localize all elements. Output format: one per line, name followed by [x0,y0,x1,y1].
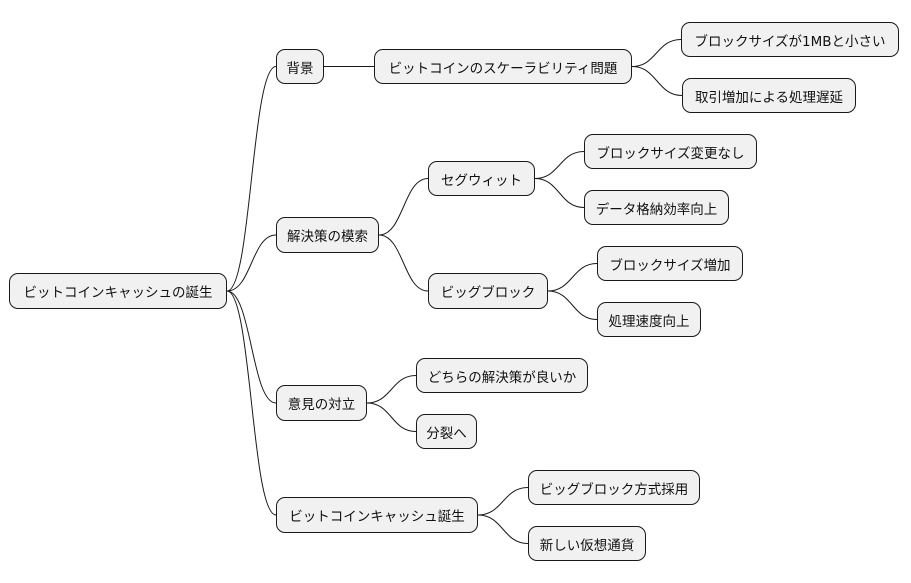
node-block-size-1mb: ブロックサイズが1MBと小さい [681,22,899,57]
edge-branch-bch-birth-to-node-big-block-adoption [477,487,529,516]
branch-background: 背景 [276,49,324,84]
branch-solutions: 解決策の模索 [276,217,379,253]
edge-node-segwit-to-node-data-storage-efficiency [534,178,585,208]
node-speed-improvement: 処理速度向上 [597,302,701,337]
edge-branch-conflict-to-node-which-solution [366,375,417,404]
edge-root-node-to-branch-background [226,66,277,292]
edge-root-node-to-branch-bch-birth [226,290,277,516]
node-which-solution: どちらの解決策が良いか [416,358,588,393]
node-scalability-problem: ビットコインのスケーラビリティ問題 [374,49,632,84]
edge-node-segwit-to-node-no-block-size-change [534,151,585,179]
edge-root-node-to-branch-conflict [226,290,277,404]
node-no-block-size-change: ブロックサイズ変更なし [584,134,757,169]
edge-node-big-block-to-node-speed-improvement [547,290,598,320]
node-split: 分裂へ [416,414,477,449]
edge-branch-solutions-to-node-big-block [378,234,429,292]
branch-conflict: 意見の対立 [276,385,367,421]
root-node: ビットコインキャッシュの誕生 [9,273,227,309]
edge-node-big-block-to-node-block-size-increase [547,263,598,292]
edge-branch-conflict-to-node-split [366,402,417,432]
node-segwit: セグウィット [428,161,535,196]
node-data-storage-efficiency: データ格納効率向上 [584,190,729,225]
edge-branch-solutions-to-node-segwit [378,178,429,236]
node-new-cryptocurrency: 新しい仮想通貨 [528,526,646,561]
edge-node-scalability-problem-to-node-block-size-1mb [631,39,682,67]
edge-root-node-to-branch-solutions [226,234,277,292]
node-block-size-increase: ブロックサイズ増加 [597,246,743,281]
branch-bch-birth: ビットコインキャッシュ誕生 [276,497,478,533]
edge-branch-bch-birth-to-node-new-cryptocurrency [477,514,529,544]
edge-node-scalability-problem-to-node-processing-delay [631,66,683,96]
node-big-block: ビッグブロック [428,273,548,309]
node-big-block-adoption: ビッグブロック方式採用 [528,470,700,505]
node-processing-delay: 取引増加による処理遅延 [682,78,856,113]
